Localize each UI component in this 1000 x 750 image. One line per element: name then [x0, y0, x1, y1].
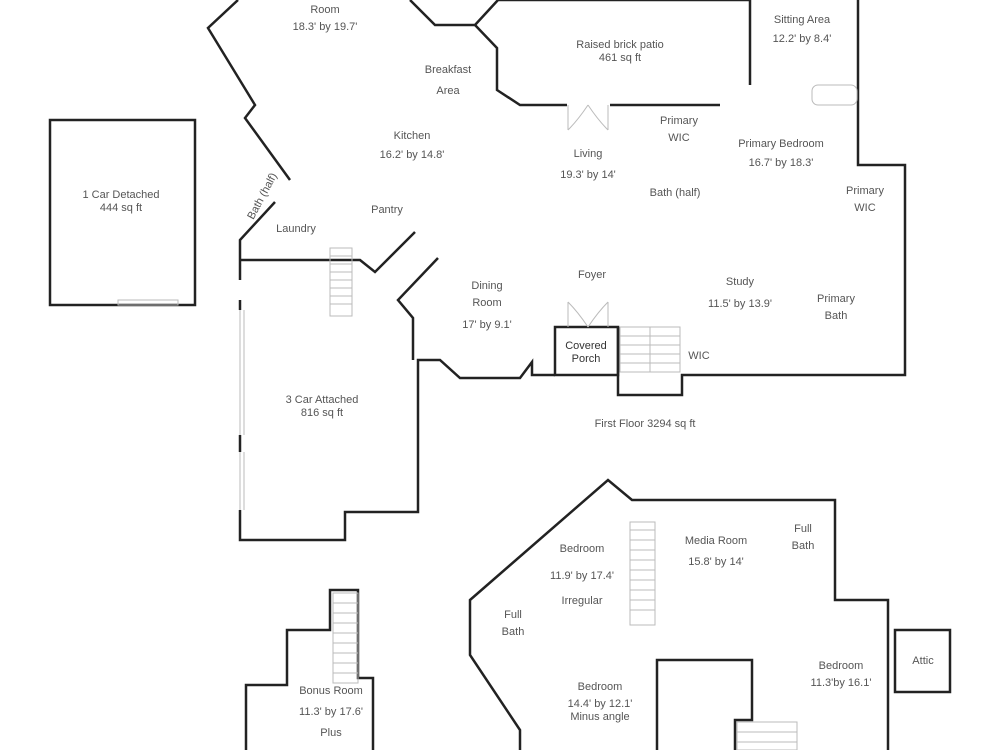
stair-treads	[330, 255, 797, 743]
wall-west-wing	[206, 0, 292, 181]
garage-door-detached	[117, 299, 179, 306]
floor-caption: First Floor 3294 sq ft	[594, 418, 696, 430]
tub	[811, 84, 858, 106]
room-label-attic: Attic	[912, 655, 934, 667]
stairs-second	[629, 521, 656, 626]
stairs-lower	[736, 721, 798, 750]
wall-second-floor	[468, 478, 890, 750]
wall-patio2	[474, 24, 567, 107]
room-label-bath-half: Bath (half)	[649, 187, 701, 199]
wall-second-inner	[655, 658, 754, 750]
door-swing-icon	[567, 104, 609, 131]
door-swing-icon	[567, 301, 609, 328]
room-label-pantry: Pantry	[371, 204, 403, 216]
wall-dining	[396, 257, 439, 360]
room-label-foyer: Foyer	[577, 269, 607, 281]
wall-front	[616, 0, 907, 397]
wall-west-lower	[238, 201, 276, 280]
wall-laundry	[240, 231, 416, 274]
room-label-wic: WIC	[688, 350, 710, 362]
stairs-bonus	[332, 592, 359, 684]
wall-bonus	[244, 588, 375, 750]
attic	[893, 628, 952, 694]
wall-patio	[409, 0, 750, 27]
room-label-laundry: Laundry	[276, 223, 316, 235]
stairs-laundry	[329, 247, 353, 317]
wall-garage-left3	[238, 358, 555, 542]
